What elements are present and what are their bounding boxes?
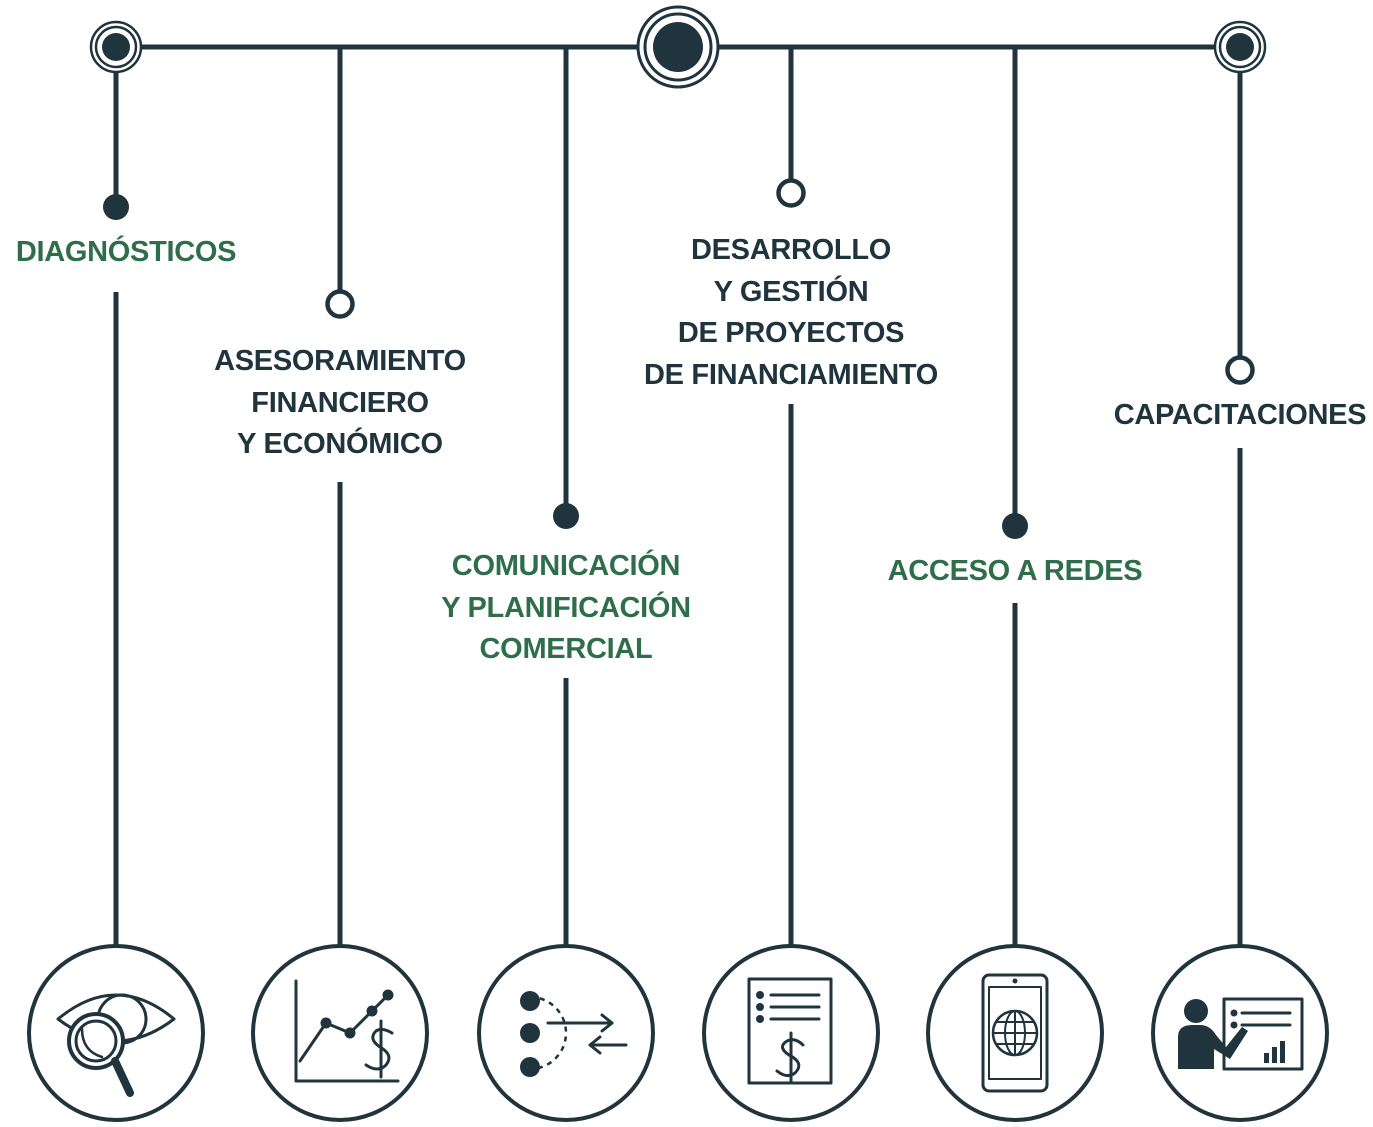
label-capacitaciones: CAPACITACIONES xyxy=(1114,395,1367,437)
node-dot-comunicacion xyxy=(553,503,579,529)
label-line: CAPACITACIONES xyxy=(1113,399,1367,431)
label-line: FINANCIERO xyxy=(251,386,429,419)
node-ring-desarrollo xyxy=(776,178,806,208)
timeline-top-nodes xyxy=(89,5,1267,89)
label-line: COMERCIAL xyxy=(479,633,653,665)
communication-flow-icon xyxy=(477,944,655,1122)
connector-lines xyxy=(103,44,1255,948)
label-diagnosticos: DIAGNÓSTICOS xyxy=(15,232,237,274)
document-dollar-icon xyxy=(702,944,880,1122)
label-line: COMUNICACIÓN xyxy=(451,550,681,582)
timeline-end-node xyxy=(1213,20,1267,74)
phone-globe-icon xyxy=(926,944,1104,1122)
eye-magnifier-icon xyxy=(27,944,205,1122)
icon-frame xyxy=(251,944,429,1122)
timeline-start-node xyxy=(89,20,143,74)
label-line: DIAGNÓSTICOS xyxy=(15,236,237,268)
icon-circles xyxy=(27,944,1329,1122)
label-asesoramiento: ASESORAMIENTO FINANCIERO Y ECONÓMICO xyxy=(214,341,466,466)
label-line: Y ECONÓMICO xyxy=(237,428,443,460)
label-line: Y PLANIFICACIÓN xyxy=(441,591,691,624)
node-dot-diagnosticos xyxy=(103,194,129,220)
label-line: DE FINANCIAMIENTO xyxy=(643,358,939,391)
label-acceso-redes: ACCESO A REDES xyxy=(888,551,1143,593)
label-line: Y GESTIÓN xyxy=(713,275,869,308)
node-dot-redes xyxy=(1002,513,1028,539)
label-line: ACCESO A REDES xyxy=(887,555,1143,587)
node-ring-asesoramiento xyxy=(325,289,355,319)
label-desarrollo: DESARROLLO Y GESTIÓN DE PROYECTOS DE FIN… xyxy=(644,230,938,396)
node-ring-capacitaciones xyxy=(1225,355,1255,385)
timeline-center-node xyxy=(636,5,720,89)
label-line: DE PROYECTOS xyxy=(677,317,905,349)
label-line: ASESORAMIENTO xyxy=(214,345,466,377)
presenter-board-icon xyxy=(1151,944,1329,1122)
label-line: DESARROLLO xyxy=(690,234,892,266)
growth-chart-dollar-icon xyxy=(251,944,429,1122)
icon-frame xyxy=(477,944,655,1122)
label-comunicacion: COMUNICACIÓN Y PLANIFICACIÓN COMERCIAL xyxy=(441,546,691,671)
